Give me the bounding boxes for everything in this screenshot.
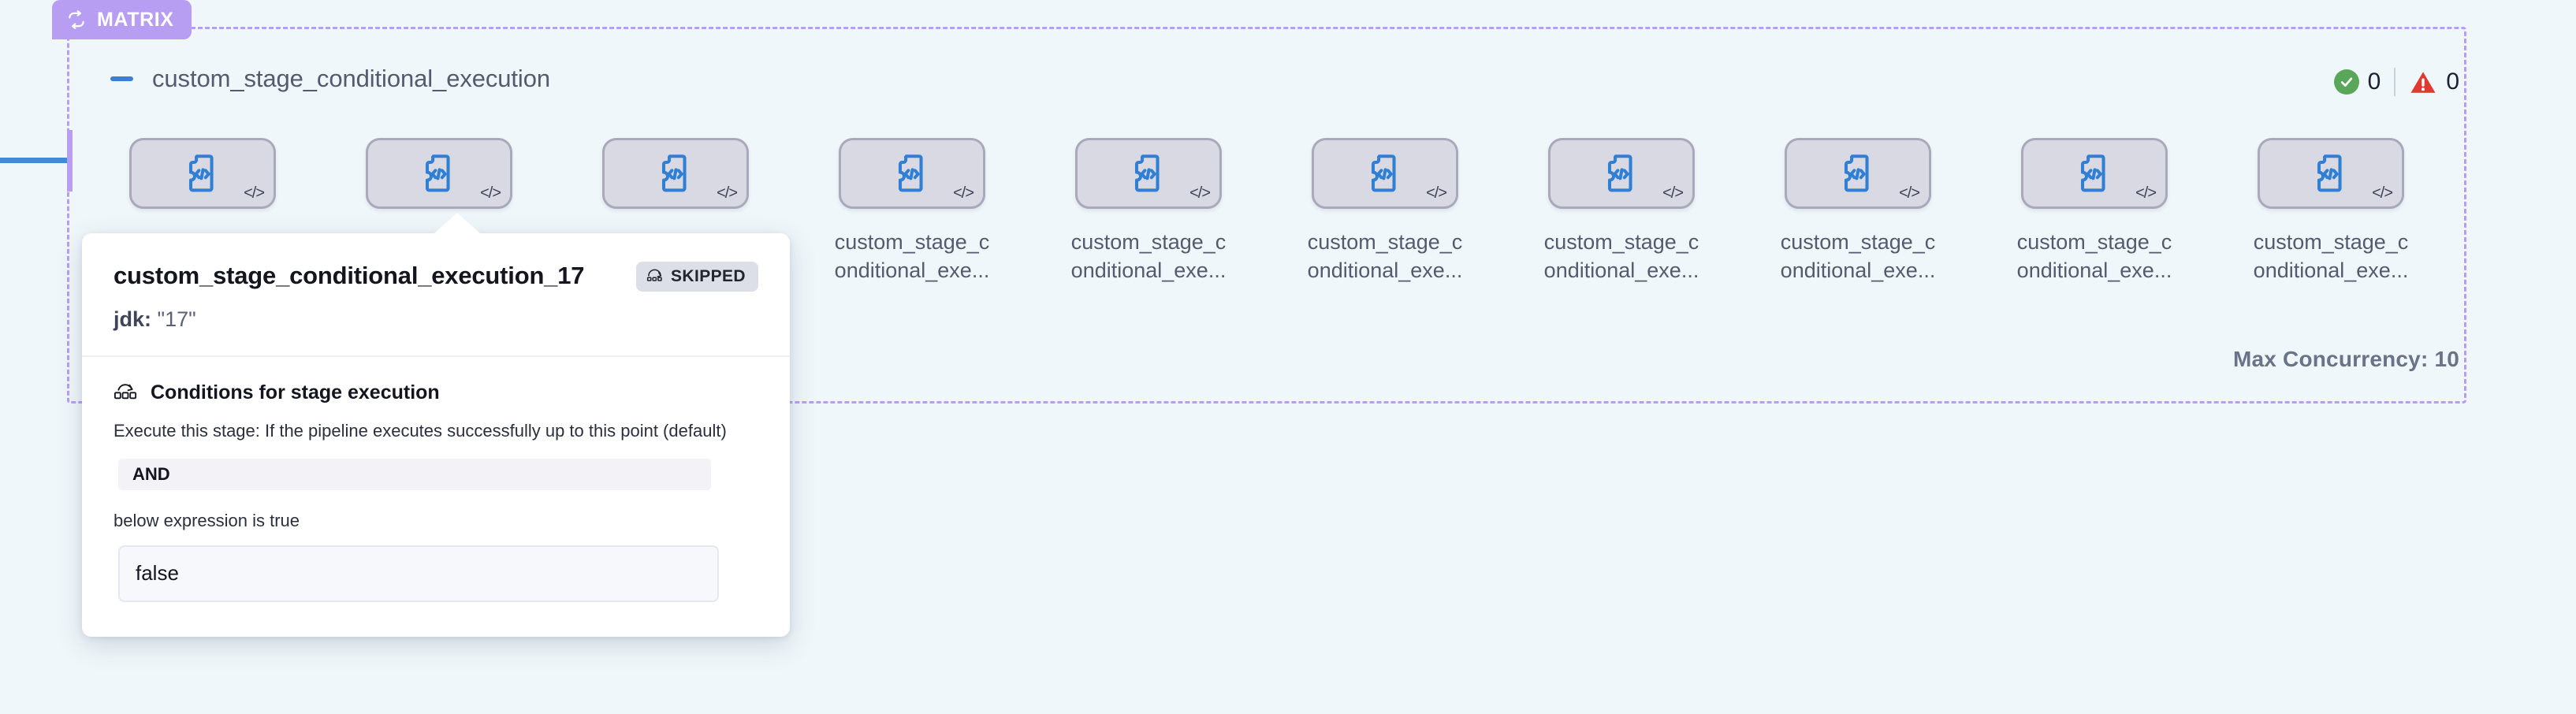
node-label: custom_stage_conditional_exe... [1070,230,1227,283]
warning-counter: 0 [2409,69,2459,95]
matrix-node-10[interactable]: </> custom_stage_conditional_exe... [2254,138,2408,284]
expression-label: below expression is true [114,510,300,530]
custom-stage-code-icon [1602,153,1641,194]
node-card[interactable]: </> [839,138,985,209]
conditions-title: Conditions for stage execution [151,381,440,403]
custom-stage-code-icon [183,153,222,194]
code-brackets-icon: </> [244,184,265,202]
loop-cycle-icon [66,9,87,30]
conditions-description: Execute this stage: If the pipeline exec… [114,421,727,441]
code-brackets-icon: </> [1899,184,1920,202]
stage-header[interactable]: custom_stage_conditional_execution [109,65,550,93]
code-brackets-icon: </> [480,184,501,202]
tooltip-pointer-arrow [434,213,481,234]
custom-stage-code-icon [2311,153,2351,194]
tooltip-header: custom_stage_conditional_execution_17 SK… [82,233,790,355]
code-brackets-icon: </> [1662,184,1684,202]
node-card[interactable]: </> [1312,138,1458,209]
matrix-badge-label: MATRIX [97,8,174,31]
matrix-node-7[interactable]: </> custom_stage_conditional_exe... [1544,138,1699,284]
success-counter: 0 [2333,69,2381,95]
code-brackets-icon: </> [717,184,738,202]
node-card[interactable]: </> [366,138,512,209]
code-brackets-icon: </> [2135,184,2157,202]
custom-stage-code-icon [419,153,459,194]
status-badge: SKIPPED [636,262,758,292]
node-label: custom_stage_conditional_exe... [2016,230,2172,283]
status-badge-label: SKIPPED [671,267,746,285]
node-label: custom_stage_conditional_exe... [1543,230,1699,283]
node-label: custom_stage_conditional_exe... [1780,230,1936,283]
tooltip-conditions-section: Conditions for stage execution Execute t… [82,357,790,637]
incoming-connector-line [0,158,73,163]
custom-stage-code-icon [2075,153,2114,194]
node-card[interactable]: </> [2021,138,2168,209]
tooltip-parameter-value: "17" [157,307,196,331]
matrix-node-8[interactable]: </> custom_stage_conditional_exe... [1781,138,1935,284]
node-card[interactable]: </> [1075,138,1222,209]
success-count: 0 [2367,69,2381,95]
node-card[interactable]: </> [1785,138,1931,209]
tooltip-divider [82,355,790,357]
custom-stage-code-icon [656,153,695,194]
minus-collapse-icon[interactable] [109,66,135,92]
matrix-node-4[interactable]: </> custom_stage_conditional_exe... [835,138,989,284]
node-label: custom_stage_conditional_exe... [1307,230,1463,283]
tooltip-parameter-key: jdk: [114,307,152,331]
warning-count: 0 [2446,69,2459,95]
skip-arc-icon [646,267,663,286]
node-label: custom_stage_conditional_exe... [2253,230,2409,283]
custom-stage-code-icon [1838,153,1878,194]
custom-stage-code-icon [1365,153,1405,194]
node-card[interactable]: </> [129,138,276,209]
page-title: custom_stage_conditional_execution [152,65,550,92]
tooltip-title: custom_stage_conditional_execution_17 [114,262,585,289]
warning-triangle-icon [2409,69,2437,95]
max-concurrency-label: Max Concurrency: 10 [2232,347,2459,371]
condition-operator: AND [118,458,711,490]
tooltip-parameter: jdk: "17" [114,307,758,332]
code-brackets-icon: </> [2372,184,2393,202]
node-card[interactable]: </> [1548,138,1695,209]
expression-value-box: false [118,545,719,602]
check-circle-icon [2333,69,2359,95]
matrix-group-container [67,27,2466,403]
node-details-tooltip: custom_stage_conditional_execution_17 SK… [82,213,790,637]
status-counters: 0 0 [2333,68,2459,96]
custom-stage-code-icon [1129,153,1168,194]
custom-stage-code-icon [892,153,932,194]
node-label: custom_stage_conditional_exe... [834,230,990,283]
code-brackets-icon: </> [1189,184,1211,202]
matrix-connector-join [67,130,73,192]
code-brackets-icon: </> [1426,184,1447,202]
matrix-badge[interactable]: MATRIX [52,0,192,39]
node-card[interactable]: </> [2258,138,2404,209]
matrix-node-9[interactable]: </> custom_stage_conditional_exe... [2017,138,2172,284]
matrix-node-6[interactable]: </> custom_stage_conditional_exe... [1308,138,1462,284]
matrix-node-5[interactable]: </> custom_stage_conditional_exe... [1071,138,1226,284]
code-brackets-icon: </> [953,184,974,202]
node-card[interactable]: </> [602,138,749,209]
conditional-execution-icon [114,381,137,405]
counter-divider [2394,68,2396,96]
